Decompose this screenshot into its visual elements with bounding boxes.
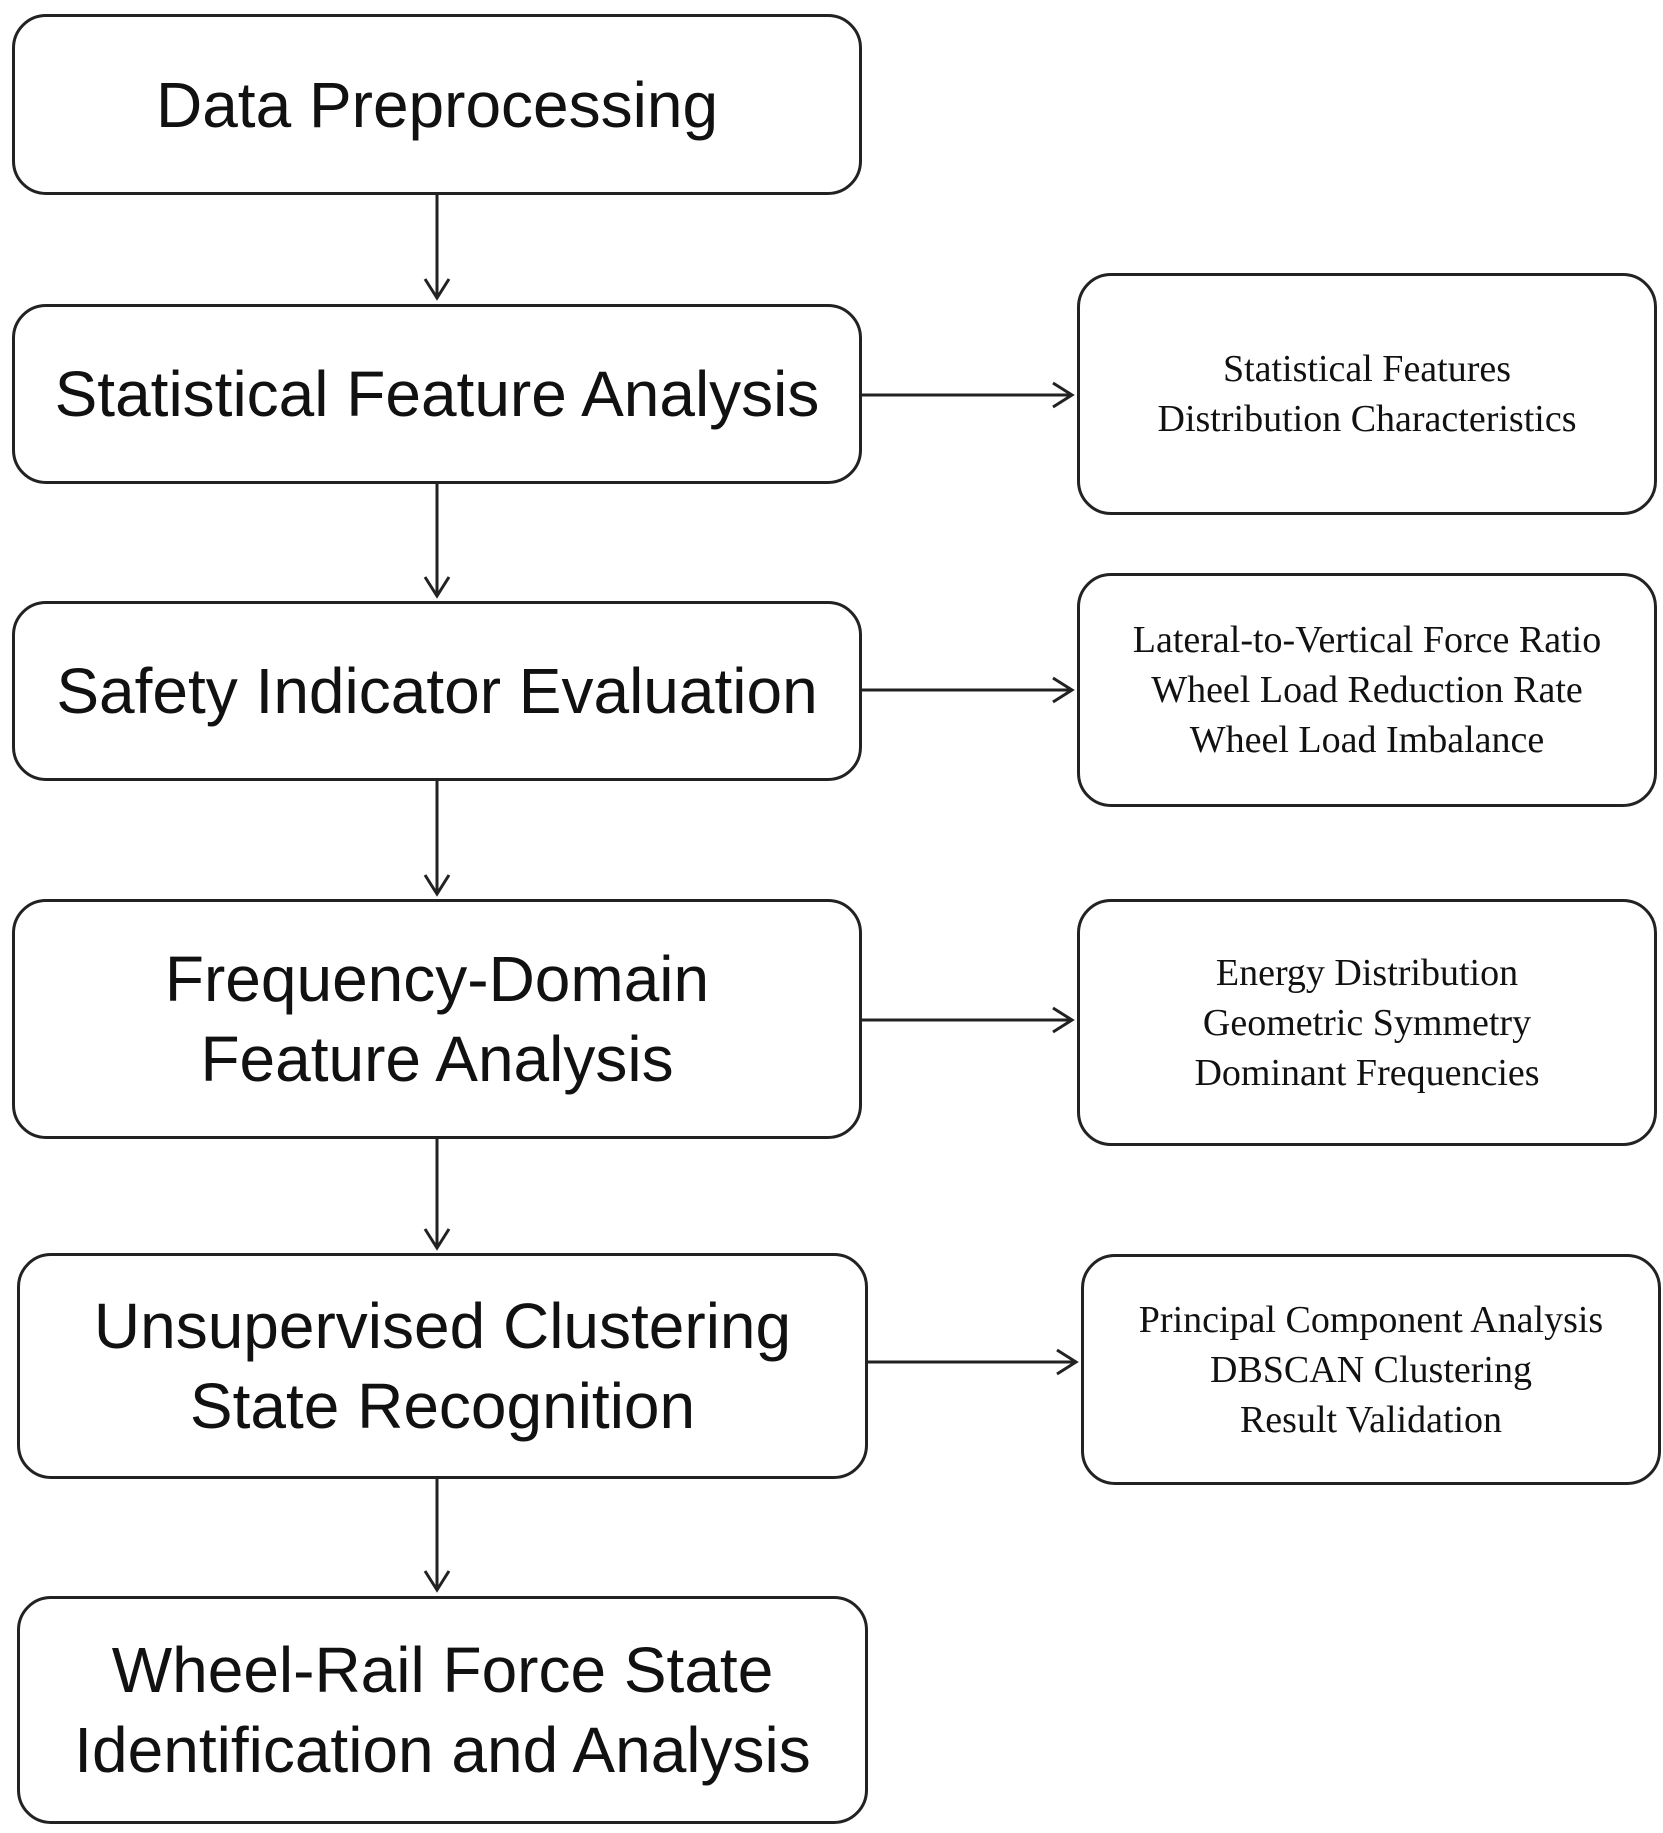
step-safety-indicator-evaluation: Safety Indicator Evaluation — [12, 601, 862, 781]
arrow-step5-to-detail4 — [868, 1348, 1079, 1376]
detail-item: Result Validation — [1239, 1398, 1503, 1441]
detail-item: Wheel Load Reduction Rate — [1151, 669, 1583, 711]
detail-statistical-features: Statistical Features Distribution Charac… — [1077, 273, 1657, 515]
step-wheel-rail-force-state-identification: Wheel-Rail Force State Identification an… — [17, 1596, 868, 1824]
step-frequency-domain-feature-analysis: Frequency-Domain Feature Analysis — [12, 899, 862, 1139]
detail-clustering-methods: Principal Component Analysis DBSCAN Clus… — [1081, 1254, 1661, 1485]
detail-item: Statistical Features — [1222, 348, 1512, 390]
detail-item: Energy Distribution — [1215, 951, 1519, 994]
detail-item: Dominant Frequencies — [1194, 1051, 1540, 1094]
detail-frequency-domain-features: Energy Distribution Geometric Symmetry D… — [1077, 899, 1657, 1146]
arrow-step2-to-step3 — [423, 484, 451, 599]
step-label: Statistical Feature Analysis — [54, 358, 820, 430]
arrow-step3-to-step4 — [423, 781, 451, 897]
step-label: Safety Indicator Evaluation — [56, 655, 818, 727]
step-label-line-1: Unsupervised Clustering — [93, 1290, 792, 1362]
detail-item: Geometric Symmetry — [1202, 1001, 1532, 1044]
step-label-line-2: Feature Analysis — [200, 1023, 674, 1095]
step-label: Data Preprocessing — [155, 68, 719, 141]
arrow-step3-to-detail2 — [862, 676, 1075, 704]
step-label-line-2: State Recognition — [189, 1370, 696, 1442]
step-data-preprocessing: Data Preprocessing — [12, 14, 862, 195]
step-statistical-feature-analysis: Statistical Feature Analysis — [12, 304, 862, 484]
detail-item: DBSCAN Clustering — [1210, 1348, 1532, 1391]
arrow-step4-to-step5 — [423, 1139, 451, 1251]
detail-item: Lateral-to-Vertical Force Ratio — [1132, 619, 1602, 661]
detail-item: Principal Component Analysis — [1138, 1298, 1604, 1341]
step-label-line-1: Wheel-Rail Force State — [111, 1634, 774, 1706]
arrow-step2-to-detail1 — [862, 381, 1075, 409]
arrow-step4-to-detail3 — [862, 1006, 1075, 1034]
detail-safety-indicators: Lateral-to-Vertical Force Ratio Wheel Lo… — [1077, 573, 1657, 807]
detail-item: Distribution Characteristics — [1157, 398, 1577, 440]
step-label-line-2: Identification and Analysis — [74, 1714, 811, 1786]
detail-item: Wheel Load Imbalance — [1189, 719, 1545, 761]
step-label-line-1: Frequency-Domain — [164, 943, 710, 1015]
arrow-step1-to-step2 — [423, 195, 451, 301]
step-unsupervised-clustering-state-recognition: Unsupervised Clustering State Recognitio… — [17, 1253, 868, 1479]
arrow-step5-to-step6 — [423, 1479, 451, 1593]
